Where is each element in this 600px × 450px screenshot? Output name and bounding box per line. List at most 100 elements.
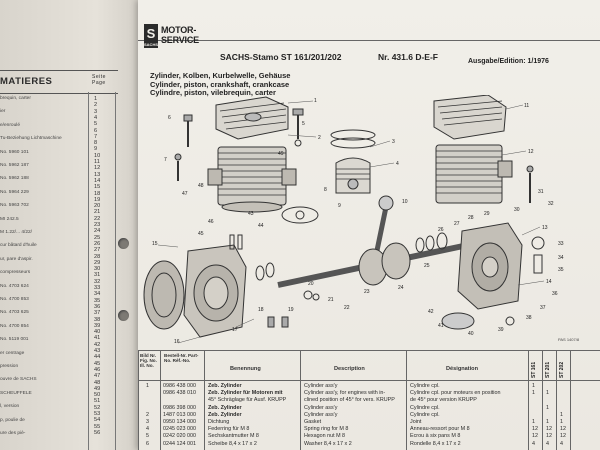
- left-page-number: 38: [94, 316, 101, 323]
- piston-rings: [330, 129, 376, 149]
- table-cell-en: Cylinder ass'y: [304, 383, 338, 389]
- binder-hole-top: [118, 238, 129, 249]
- part-label: 49: [278, 151, 284, 157]
- table-cell-en: Spring ring for M 8: [304, 426, 349, 433]
- left-page-line: No. 4703 624: [0, 283, 29, 289]
- top-rule: [138, 40, 600, 41]
- left-page-number: 25: [94, 234, 101, 241]
- header-number: Nr. 431.6 D-E-F: [378, 52, 438, 62]
- col-sep: [138, 350, 139, 450]
- logo-letter: S: [146, 26, 156, 41]
- left-page-number: 51: [94, 398, 101, 405]
- table-cell-q1: 1: [532, 419, 535, 425]
- table-cell-q1: 12: [532, 426, 538, 433]
- left-page-number: 36: [94, 303, 101, 310]
- table-cell-nr: 1487 013 000: [163, 411, 196, 418]
- figure-ref: PAS 1407/8: [558, 337, 580, 342]
- part-label: 11: [524, 103, 529, 109]
- table-top-rule: [138, 350, 600, 351]
- col-sep: [528, 350, 529, 450]
- col-sep: [406, 350, 407, 450]
- left-page-number: 15: [94, 184, 101, 191]
- left-page-line: No. 4700 853: [0, 297, 29, 302]
- left-page-number: 23: [94, 222, 101, 228]
- exploded-engine-diagram: 1234567891011121314151617181920212223242…: [143, 95, 580, 345]
- part-label: 19: [288, 307, 294, 313]
- left-page-line: No. 5962 188: [0, 176, 29, 182]
- table-cell-fr: Ecrou à six pans M 8: [410, 433, 461, 440]
- left-page-number: 19: [94, 196, 101, 203]
- part-label: 47: [182, 191, 188, 197]
- table-cell-en: Cylinder ass'y: [304, 404, 338, 411]
- table-cell-nr: 0950 134 000: [163, 419, 196, 425]
- bolt-left-1: [183, 114, 193, 147]
- part-label: 48: [198, 183, 204, 189]
- col-sep: [542, 350, 543, 450]
- logo-mark: S SACHS: [144, 24, 158, 48]
- left-page-number: 28: [94, 253, 101, 260]
- table-cell-q3: 12: [560, 426, 566, 433]
- left-page-number: 22: [94, 215, 101, 222]
- table-cell-en: Washer 8,4 x 17 x 2: [304, 440, 352, 447]
- table-cell-q2: 12: [546, 426, 552, 433]
- left-page-number: 48: [94, 379, 101, 386]
- crankshaft: [277, 195, 469, 288]
- part-label: 30: [514, 207, 520, 213]
- left-page-number: 56: [94, 429, 101, 436]
- catalog-page: S SACHS MOTOR- SERVICE SACHS-Stamo ST 16…: [138, 0, 600, 450]
- left-page-number: 32: [94, 278, 101, 285]
- left-page-number: 8: [94, 140, 98, 147]
- part-label: 21: [328, 297, 334, 303]
- part-label: 29: [484, 211, 490, 217]
- left-page-number: 4: [94, 114, 98, 121]
- part-label: 13: [542, 225, 548, 231]
- part-label: 1: [314, 98, 317, 104]
- oil-pump-parts: [441, 236, 545, 330]
- th-bestell: Bestell-Nr. Part-No. Réf.-No.: [164, 353, 199, 363]
- part-label: 26: [438, 227, 444, 233]
- part-label: 27: [454, 221, 460, 227]
- col-sep: [556, 350, 557, 450]
- part-label: 16: [174, 339, 180, 345]
- table-cell-en: Gasket: [304, 419, 322, 425]
- part-label: 25: [424, 263, 430, 269]
- left-page-number: 20: [94, 203, 101, 210]
- left-page-number: 49: [94, 385, 101, 392]
- table-cell-nr: 0986 438 010: [163, 390, 196, 397]
- left-page-number: 21: [94, 209, 101, 216]
- logo-line1: MOTOR-: [161, 25, 197, 35]
- left-page-number: 11: [94, 159, 100, 165]
- left-page-line: M 1.22/... 4/22/: [0, 230, 32, 235]
- part-label: 4: [396, 161, 399, 167]
- table-cell-fr: Rondelle 8,4 x 17 x 2: [410, 440, 461, 447]
- left-page-number: 7: [94, 133, 98, 140]
- left-page-number: 50: [94, 392, 101, 399]
- left-page-line: p, poulie de: [0, 417, 25, 423]
- left-page-line: ur, pare d'aspir.: [0, 256, 33, 262]
- table-cell-q3: 1: [560, 419, 563, 425]
- th-bild: Bild Nr. Fig. No. Ill. No.: [140, 353, 157, 368]
- left-page-column: [88, 92, 116, 450]
- part-label: 44: [258, 223, 264, 229]
- cylinder-head-right: [433, 95, 507, 140]
- table-cell-fr: Anneau-ressort pour M 8: [410, 426, 470, 433]
- piston: [335, 157, 371, 194]
- left-page-number: 1: [94, 96, 98, 102]
- header-title: SACHS-Stamo ST 161/201/202: [220, 52, 342, 62]
- leader-lines: [157, 100, 545, 344]
- left-page-number: 44: [94, 354, 101, 361]
- left-page-number: 26: [94, 240, 101, 247]
- part-label: 38: [526, 315, 532, 321]
- part-label: 17: [232, 327, 238, 333]
- left-page-number: 34: [94, 291, 101, 298]
- table-cell-q1: 1: [532, 383, 535, 389]
- table-cell-q2: 1: [546, 404, 549, 411]
- part-label: 39: [498, 327, 504, 333]
- left-page-line: e/enroulé: [0, 122, 21, 128]
- left-page-line: cur bâtard d'huile: [0, 243, 37, 249]
- left-page-line: ier: [0, 109, 6, 115]
- left-page-number: 47: [94, 373, 101, 380]
- left-page-line: er centrage: [0, 350, 25, 356]
- th-st161: ST 161: [531, 361, 537, 378]
